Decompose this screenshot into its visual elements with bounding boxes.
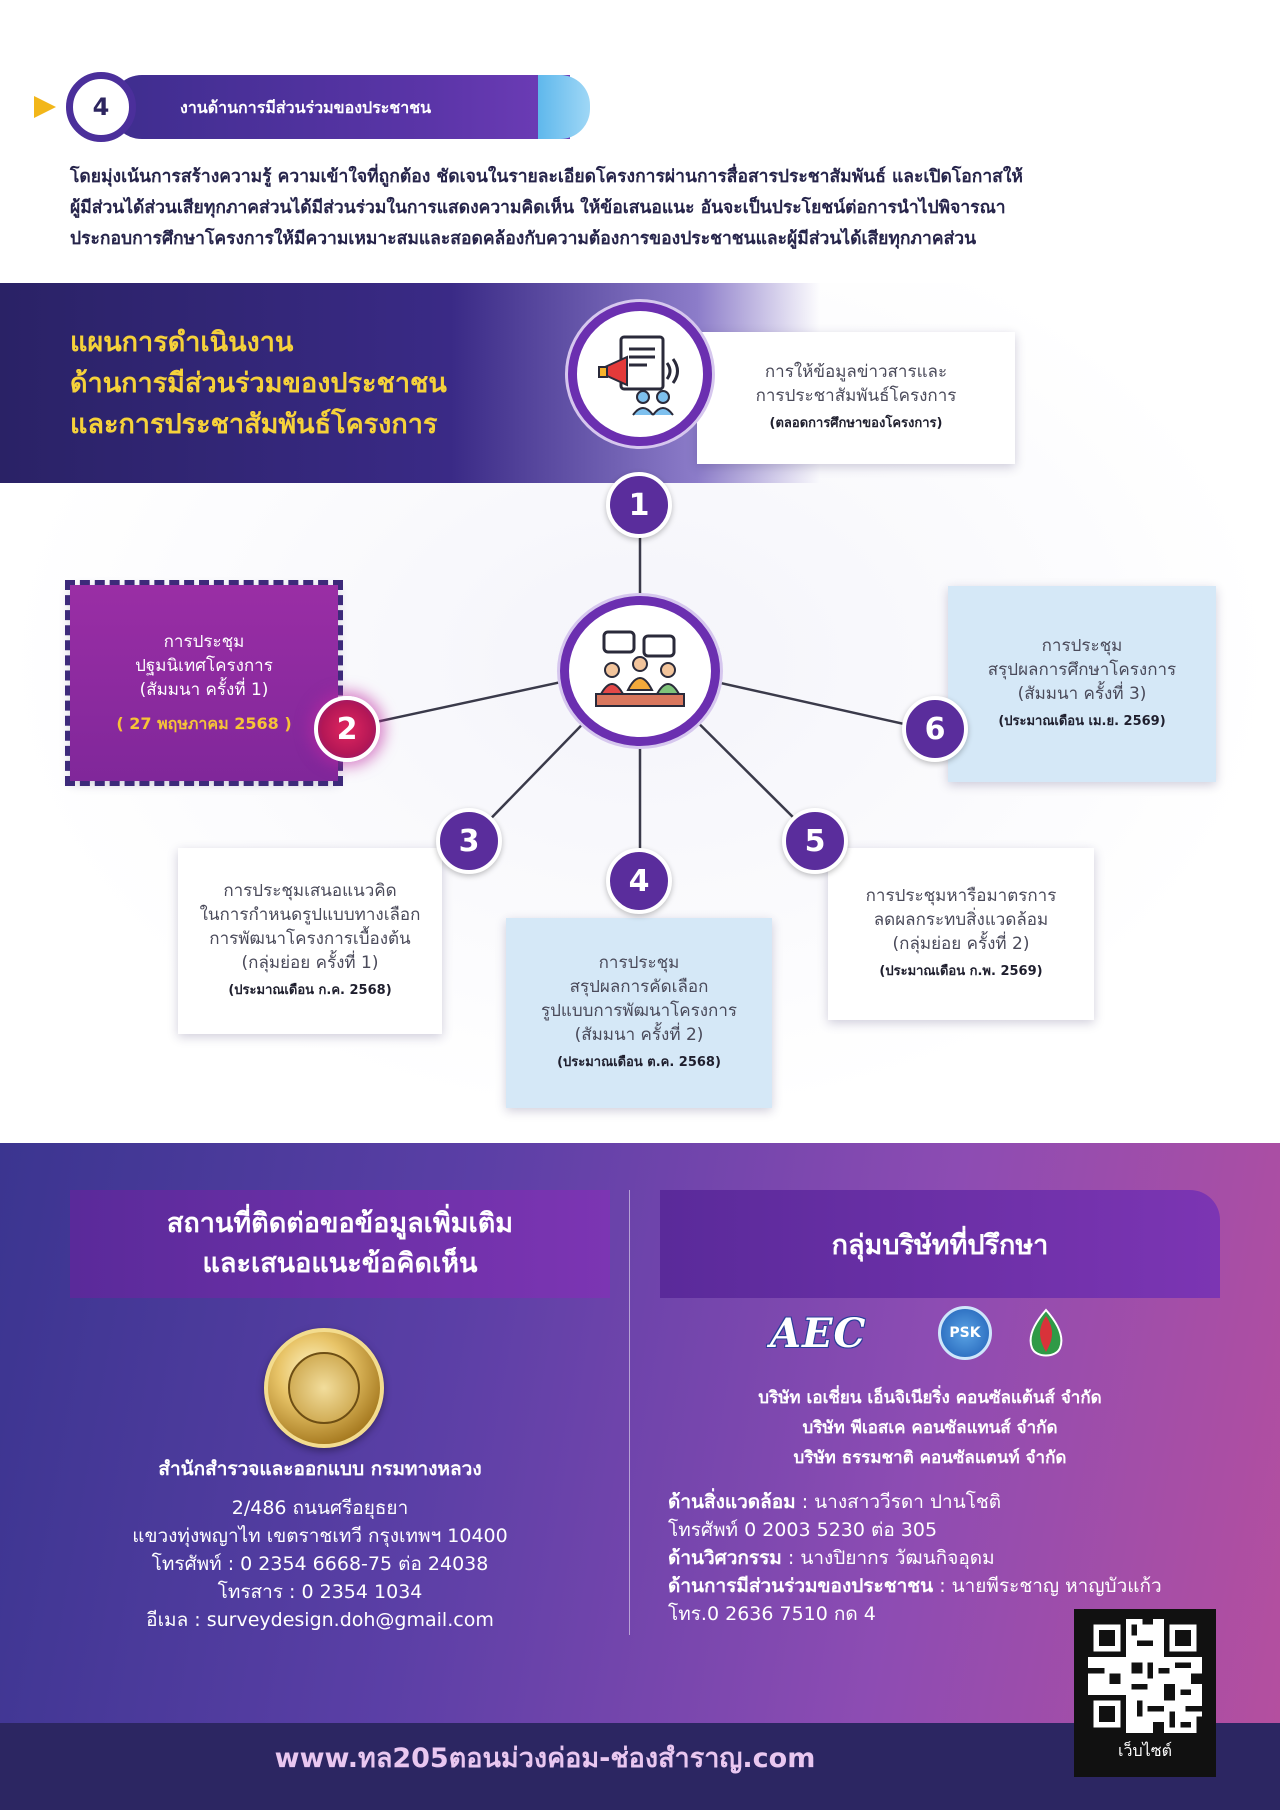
contact-info: สำนักสำรวจและออกแบบ กรมทางหลวง 2/486 ถนน… xyxy=(60,1454,580,1634)
firm-name: บริษัท เอเชี่ยน เอ็นจิเนียริ่ง คอนซัลแต้… xyxy=(758,1388,1102,1408)
firm-name: บริษัท พีเอสเค คอนซัลแทนส์ จำกัด xyxy=(802,1418,1058,1438)
step-text: ปฐมนิเทศโครงการ xyxy=(135,656,273,676)
step-text: การประชุม xyxy=(1041,636,1123,656)
step-text: สรุปผลการศึกษาโครงการ xyxy=(987,660,1177,680)
env-label: ด้านสิ่งแวดล้อม xyxy=(668,1491,796,1513)
step-badge-2: 2 xyxy=(314,696,380,762)
eng-contact: ด้านวิศวกรรม : นางปิยากร วัฒนกิจอุดม xyxy=(668,1544,1228,1572)
eng-value: : นางปิยากร วัฒนกิจอุดม xyxy=(781,1547,995,1569)
step-date: (ตลอดการศึกษาของโครงการ) xyxy=(769,416,943,431)
consultants-title: กลุ่มบริษัทที่ปรึกษา xyxy=(660,1190,1220,1298)
step-badge-1: 1 xyxy=(606,472,672,538)
step-text: ในการกำหนดรูปแบบทางเลือก xyxy=(199,905,421,925)
plan-title-line: ด้านการมีส่วนร่วมของประชาชน xyxy=(70,368,447,399)
consultant-contacts: ด้านสิ่งแวดล้อม : นางสาววีรดา ปานโชติ โท… xyxy=(668,1488,1228,1628)
step-badge-3: 3 xyxy=(436,808,502,874)
qr-label: เว็บไซต์ xyxy=(1118,1741,1172,1760)
env-contact: ด้านสิ่งแวดล้อม : นางสาววีรดา ปานโชติ xyxy=(668,1488,1228,1516)
section-title-bar-tip xyxy=(538,75,590,139)
env-phone: โทรศัพท์ 0 2003 5230 ต่อ 305 xyxy=(668,1519,938,1541)
step-text: สรุปผลการคัดเลือก xyxy=(569,977,709,997)
step-text: การพัฒนาโครงการเบื้องต้น xyxy=(209,929,411,949)
consultants-title-text: กลุ่มบริษัทที่ปรึกษา xyxy=(831,1229,1049,1261)
step-text: การประชุมหารือมาตรการ xyxy=(865,886,1057,906)
website-url[interactable]: www.ทล205ตอนม่วงค่อม-ช่องสำราญ.com xyxy=(274,1743,816,1774)
step-date: (ประมาณเดือน ต.ค. 2568) xyxy=(557,1055,721,1070)
contact-title-line: สถานที่ติดต่อขอข้อมูลเพิ่มเติม xyxy=(166,1208,514,1239)
step-text: การประชุมเสนอแนวคิด xyxy=(223,881,397,901)
step-text: ลดผลกระทบสิ่งแวดล้อม xyxy=(873,910,1049,930)
step-text: (สัมมนา ครั้งที่ 2) xyxy=(574,1025,704,1045)
consultant-firms: บริษัท เอเชี่ยน เอ็นจิเนียริ่ง คอนซัลแต้… xyxy=(640,1383,1220,1473)
step-badge-5: 5 xyxy=(782,808,848,874)
step-card-1: การให้ข้อมูลข่าวสารและ การประชาสัมพันธ์โ… xyxy=(697,332,1015,464)
seal-emblem xyxy=(288,1352,360,1424)
step-card-4: การประชุม สรุปผลการคัดเลือก รูปแบบการพัฒ… xyxy=(506,918,772,1108)
step-text: การประชุม xyxy=(163,632,245,652)
step-text: (สัมมนา ครั้งที่ 3) xyxy=(1017,684,1147,704)
env-value: : นางสาววีรดา ปานโชติ xyxy=(795,1491,1002,1513)
step-card-3: การประชุมเสนอแนวคิด ในการกำหนดรูปแบบทางเ… xyxy=(178,848,442,1034)
qr-code-box[interactable]: เว็บไซต์ xyxy=(1074,1609,1216,1777)
thammachart-leaf-icon xyxy=(1029,1308,1063,1357)
intro-line: ประกอบการศึกษาโครงการให้มีความเหมาะสมและ… xyxy=(70,229,977,249)
section-title: งานด้านการมีส่วนร่วมของประชาชน xyxy=(180,98,432,117)
play-arrow-icon xyxy=(34,96,56,118)
step-text: (กลุ่มย่อย ครั้งที่ 2) xyxy=(892,934,1030,954)
plan-title-line: และการประชาสัมพันธ์โครงการ xyxy=(70,409,438,440)
eng-label: ด้านวิศวกรรม xyxy=(668,1547,782,1569)
section-divider xyxy=(629,1190,630,1635)
consultant-logos: AEC PSK xyxy=(770,1306,1090,1366)
intro-line: ผู้มีส่วนได้ส่วนเสียทุกภาคส่วนได้มีส่วนร… xyxy=(70,198,1006,218)
aec-logo: AEC xyxy=(770,1310,867,1357)
pp-label: ด้านการมีส่วนร่วมของประชาชน xyxy=(668,1575,934,1597)
step-card-2: การประชุม ปฐมนิเทศโครงการ (สัมมนา ครั้งท… xyxy=(65,580,343,786)
contact-address: 2/486 ถนนศรีอยุธยา xyxy=(231,1497,409,1519)
hub-meeting-icon xyxy=(560,596,720,746)
intro-paragraph: โดยมุ่งเน้นการสร้างความรู้ ความเข้าใจที่… xyxy=(70,162,1220,255)
step-text: รูปแบบการพัฒนาโครงการ xyxy=(540,1001,738,1021)
psk-logo: PSK xyxy=(938,1306,992,1360)
qr-code-icon xyxy=(1088,1619,1202,1733)
pp-value: : นายพีระชาญ หาญบัวแก้ว xyxy=(933,1575,1162,1597)
department-seal-logo xyxy=(264,1328,384,1448)
step-text: การให้ข้อมูลข่าวสารและ xyxy=(764,362,948,382)
step-card-6: การประชุม สรุปผลการศึกษาโครงการ (สัมมนา … xyxy=(948,586,1216,782)
plan-title: แผนการดำเนินงาน ด้านการมีส่วนร่วมของประช… xyxy=(70,322,447,445)
step-text: (กลุ่มย่อย ครั้งที่ 1) xyxy=(241,953,379,973)
step-text: การประชุม xyxy=(598,953,680,973)
section-header: 4 งานด้านการมีส่วนร่วมของประชาชน xyxy=(30,72,590,142)
step-date: (ประมาณเดือน ก.ค. 2568) xyxy=(228,983,392,998)
contact-address: แขวงทุ่งพญาไท เขตราชเทวี กรุงเทพฯ 10400 xyxy=(132,1525,508,1547)
contact-title: สถานที่ติดต่อขอข้อมูลเพิ่มเติม และเสนอแน… xyxy=(70,1190,610,1298)
contact-fax: โทรสาร : 0 2354 1034 xyxy=(217,1581,423,1603)
step-card-5: การประชุมหารือมาตรการ ลดผลกระทบสิ่งแวดล้… xyxy=(828,848,1094,1020)
step-date: (ประมาณเดือน เม.ย. 2569) xyxy=(998,714,1166,729)
pp-phone: โทร.0 2636 7510 กด 4 xyxy=(668,1603,876,1625)
contact-org: สำนักสำรวจและออกแบบ กรมทางหลวง xyxy=(158,1458,482,1480)
contact-email[interactable]: อีเมล : surveydesign.doh@gmail.com xyxy=(146,1609,494,1631)
section-number: 4 xyxy=(66,72,136,142)
intro-line: โดยมุ่งเน้นการสร้างความรู้ ความเข้าใจที่… xyxy=(70,167,1023,187)
hub-news-icon xyxy=(568,302,712,446)
step-badge-4: 4 xyxy=(606,848,672,914)
step-text: (สัมมนา ครั้งที่ 1) xyxy=(139,680,269,700)
footer-bar xyxy=(0,1723,1280,1810)
section-title-bar xyxy=(110,75,570,139)
plan-title-line: แผนการดำเนินงาน xyxy=(70,327,294,358)
contact-title-line: และเสนอแนะข้อคิดเห็น xyxy=(202,1248,478,1279)
step-date: (ประมาณเดือน ก.พ. 2569) xyxy=(879,964,1043,979)
step-date: ( 27 พฤษภาคม 2568 ) xyxy=(116,714,292,733)
contact-phone: โทรศัพท์ : 0 2354 6668-75 ต่อ 24038 xyxy=(151,1553,489,1575)
meeting-people-icon xyxy=(595,630,685,707)
pp-contact: ด้านการมีส่วนร่วมของประชาชน : นายพีระชาญ… xyxy=(668,1572,1228,1600)
step-badge-6: 6 xyxy=(902,696,968,762)
firm-name: บริษัท ธรรมชาติ คอนซัลแตนท์ จำกัด xyxy=(793,1448,1067,1468)
megaphone-document-icon xyxy=(598,335,679,416)
step-text: การประชาสัมพันธ์โครงการ xyxy=(755,386,957,406)
